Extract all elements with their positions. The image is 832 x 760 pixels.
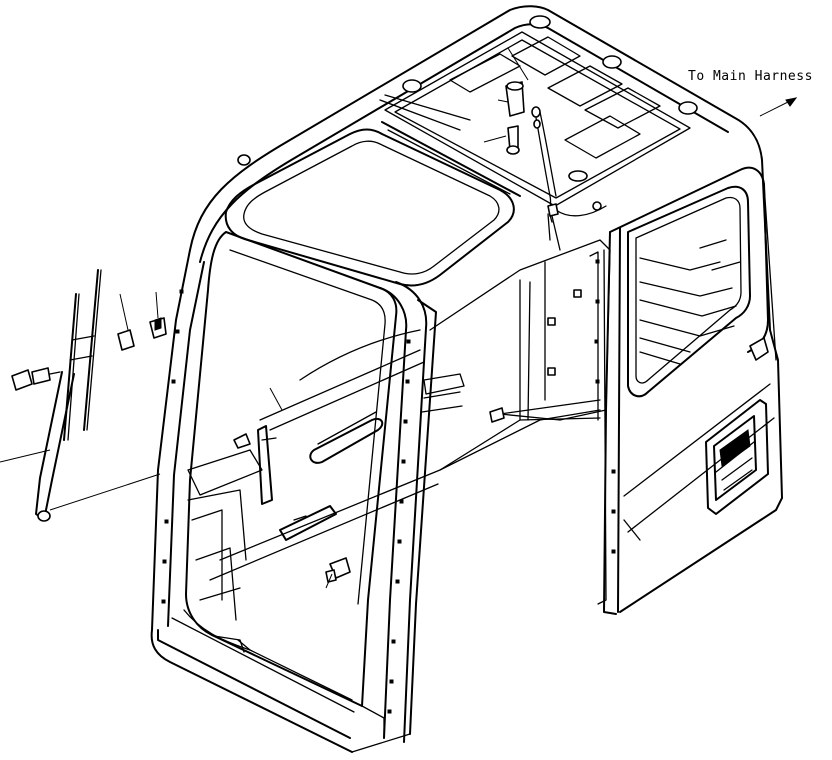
cab-door — [589, 159, 783, 615]
leader-lines — [0, 47, 798, 589]
cab-front-frame — [150, 231, 437, 753]
wiper-parts — [11, 269, 351, 583]
main-harness-callout: To Main Harness — [688, 69, 813, 84]
roof-harness — [505, 81, 607, 251]
cab-roof — [189, 5, 763, 287]
pillar-holes — [161, 289, 411, 714]
